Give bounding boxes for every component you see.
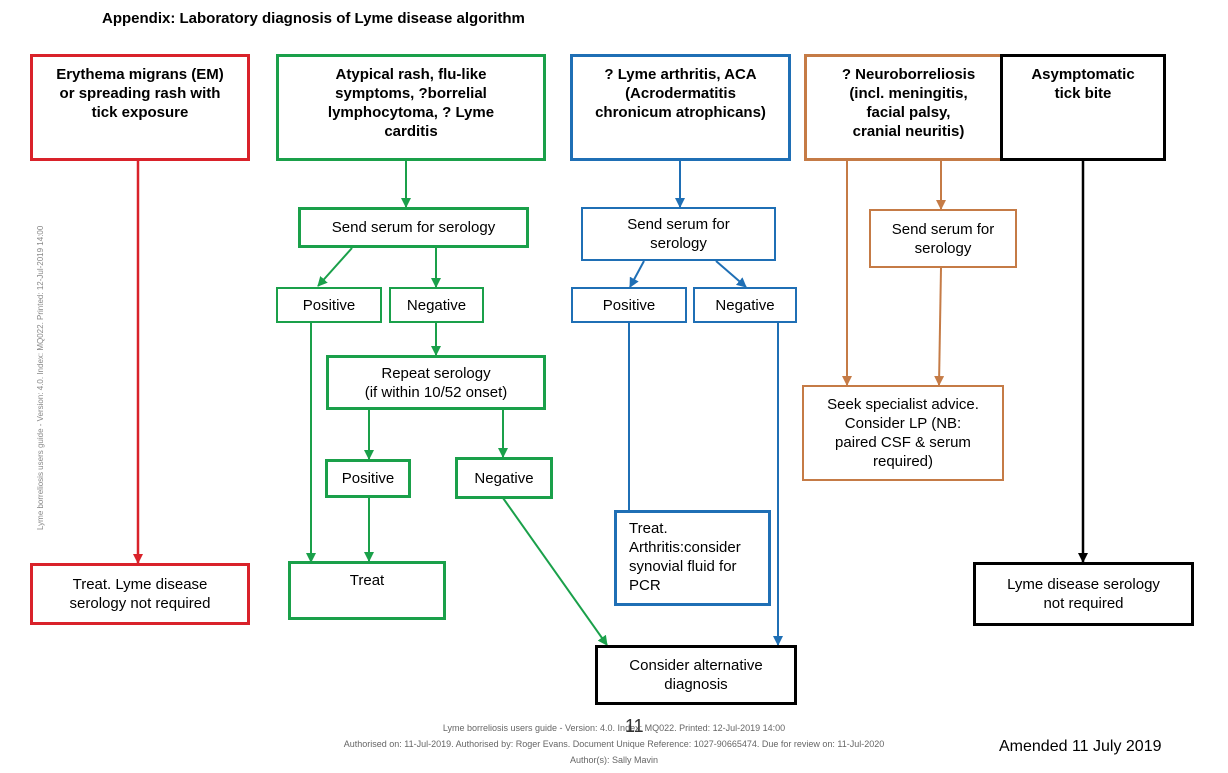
green-negative2-box: Negative	[455, 457, 553, 499]
footer-line-2: Authorised on: 11-Jul-2019. Authorised b…	[343, 739, 885, 749]
page-title: Appendix: Laboratory diagnosis of Lyme d…	[102, 10, 525, 27]
arrow-send-to-advice	[934, 267, 945, 386]
header-erythema-migrans: Erythema migrans (EM) or spreading rash …	[30, 54, 250, 161]
arrow-send-to-negative-blue	[715, 260, 747, 288]
arrow-send-to-positive-blue	[629, 260, 645, 288]
page-number: 11	[625, 716, 644, 736]
blue-positive-box: Positive	[571, 287, 687, 323]
sidebar-version-text: Lyme borreliosis users guide - Version: …	[36, 225, 45, 530]
amended-date: Amended 11 July 2019	[999, 738, 1162, 755]
header-atypical-rash: Atypical rash, flu-like symptoms, ?borre…	[276, 54, 546, 161]
blue-treat-arthritis-box: Treat. Arthritis:consider synovial fluid…	[614, 510, 771, 606]
orange-specialist-advice-box: Seek specialist advice. Consider LP (NB:…	[802, 385, 1004, 481]
arrow-negative2-to-alternative	[502, 497, 608, 646]
black-serology-not-required-box: Lyme disease serology not required	[973, 562, 1194, 626]
header-neuroborreliosis: ? Neuroborreliosis (incl. meningitis, fa…	[804, 54, 1013, 161]
green-repeat-serology-box: Repeat serology (if within 10/52 onset)	[326, 355, 546, 410]
header-asymptomatic-tick-bite: Asymptomatic tick bite	[1000, 54, 1166, 161]
consider-alternative-diagnosis-box: Consider alternative diagnosis	[595, 645, 797, 705]
green-negative-box: Negative	[389, 287, 484, 323]
header-lyme-arthritis: ? Lyme arthritis, ACA (Acrodermatitis ch…	[570, 54, 791, 161]
green-send-serum-box: Send serum for serology	[298, 207, 529, 248]
green-positive-box: Positive	[276, 287, 382, 323]
red-treat-box: Treat. Lyme disease serology not require…	[30, 563, 250, 625]
footer-line-1: Lyme borreliosis users guide - Version: …	[442, 723, 786, 733]
footer-line-3: Author(s): Sally Mavin	[569, 755, 659, 765]
green-treat-box: Treat	[288, 561, 446, 620]
green-positive2-box: Positive	[325, 459, 411, 498]
orange-send-serum-box: Send serum for serology	[869, 209, 1017, 268]
blue-negative-box: Negative	[693, 287, 797, 323]
blue-send-serum-box: Send serum for serology	[581, 207, 776, 261]
arrow-send-to-positive	[317, 247, 353, 287]
